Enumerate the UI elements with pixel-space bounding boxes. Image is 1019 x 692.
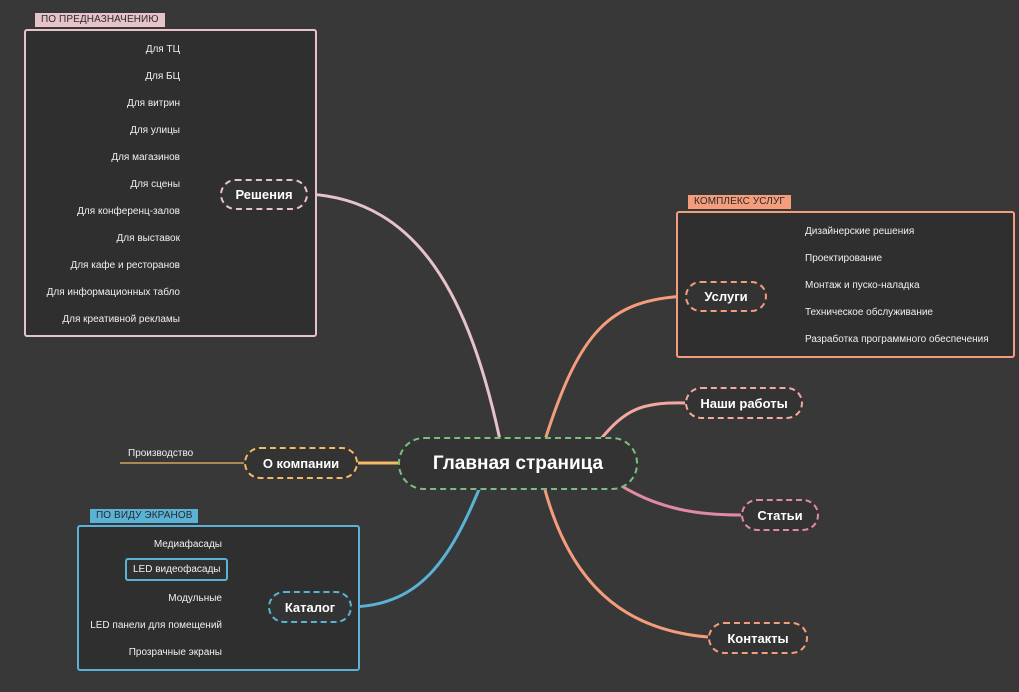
services-item[interactable]: Разработка программного обеспечения — [805, 334, 989, 345]
topic-about[interactable]: О компании — [244, 447, 358, 479]
solutions-item[interactable]: Для магазинов — [111, 152, 180, 163]
connector-central-articles — [619, 483, 742, 517]
connector-central-contacts — [543, 489, 709, 639]
central-topic[interactable]: Главная страница — [398, 437, 638, 490]
solutions-item[interactable]: Для креативной рекламы — [62, 314, 180, 325]
connector-central-works — [598, 401, 687, 441]
connector-central-services — [543, 294, 687, 441]
solutions-item[interactable]: Для БЦ — [145, 71, 180, 82]
services-item[interactable]: Техническое обслуживание — [805, 307, 933, 318]
topic-solutions[interactable]: Решения — [220, 179, 308, 210]
solutions-item[interactable]: Для улицы — [130, 125, 180, 136]
catalog-group-label: ПО ВИДУ ЭКРАНОВ — [90, 509, 199, 523]
catalog-item-selected[interactable]: LED видеофасады — [125, 558, 229, 581]
topic-catalog[interactable]: Каталог — [268, 591, 352, 623]
solutions-item[interactable]: Для конференц-залов — [77, 206, 180, 217]
topic-services[interactable]: Услуги — [685, 281, 767, 312]
connector-central-solutions — [307, 192, 502, 441]
solutions-item[interactable]: Для ТЦ — [145, 44, 180, 55]
connector-central-catalog — [351, 486, 482, 609]
services-group-label: КОМПЛЕКС УСЛУГ — [688, 195, 791, 209]
solutions-item[interactable]: Для витрин — [127, 98, 180, 109]
catalog-item[interactable]: Модульные — [168, 593, 222, 604]
about-item[interactable]: Производство — [128, 448, 194, 459]
solutions-item[interactable]: Для информационных табло — [46, 287, 180, 298]
solutions-item[interactable]: Для кафе и ресторанов — [70, 260, 180, 271]
services-item[interactable]: Дизайнерские решения — [805, 226, 915, 237]
services-item[interactable]: Монтаж и пуско-наладка — [805, 280, 920, 291]
topic-articles[interactable]: Статьи — [741, 499, 819, 531]
solutions-item[interactable]: Для сцены — [130, 179, 180, 190]
topic-contacts[interactable]: Контакты — [708, 622, 808, 654]
solutions-group-label: ПО ПРЕДНАЗНАЧЕНИЮ — [35, 13, 165, 27]
catalog-item[interactable]: LED панели для помещений — [90, 620, 222, 631]
services-item[interactable]: Проектирование — [805, 253, 883, 264]
catalog-item[interactable]: Прозрачные экраны — [128, 647, 222, 658]
topic-works[interactable]: Наши работы — [685, 387, 803, 419]
solutions-item[interactable]: Для выставок — [116, 233, 180, 244]
catalog-item[interactable]: Медиафасады — [153, 539, 222, 550]
